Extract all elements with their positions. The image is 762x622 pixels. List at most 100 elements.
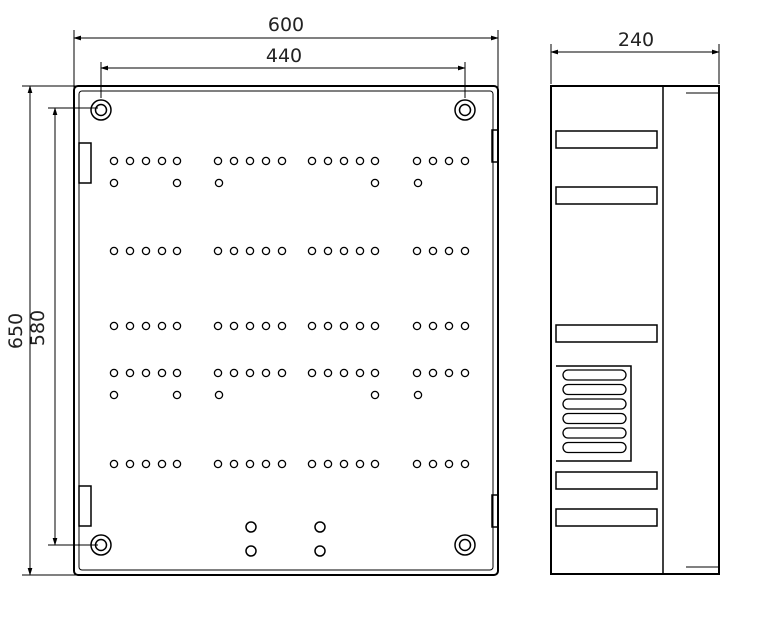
knockout-hole xyxy=(444,459,454,469)
overall-height-label: 650 xyxy=(5,313,27,349)
vent-louvre xyxy=(562,427,627,439)
knockout-hole xyxy=(213,459,223,469)
knockout-hole xyxy=(172,368,182,378)
vent-louvres xyxy=(562,369,627,454)
dimension-depth: 240 xyxy=(550,29,720,84)
knockout-hole xyxy=(428,459,438,469)
knockout-hole xyxy=(245,246,255,256)
knockout-hole xyxy=(141,368,151,378)
knockout-hole xyxy=(444,156,454,166)
knockout-hole xyxy=(370,390,380,400)
vent-louvre xyxy=(562,441,627,454)
vent-louvre xyxy=(562,398,627,410)
knockout-hole xyxy=(125,156,135,166)
knockout-hole xyxy=(109,459,119,469)
knockout-hole xyxy=(444,368,454,378)
knockout-hole xyxy=(172,390,182,400)
knockout-hole xyxy=(323,321,333,331)
knockout-hole xyxy=(213,321,223,331)
knockout-hole xyxy=(261,321,271,331)
dimension-overall-width: 600 xyxy=(73,14,499,90)
knockout-hole xyxy=(261,246,271,256)
knockout-hole xyxy=(339,368,349,378)
dimension-hole-spacing: 440 xyxy=(100,45,466,98)
knockout-hole xyxy=(109,156,119,166)
side-slot xyxy=(555,130,658,149)
knockout-hole xyxy=(307,156,317,166)
side-slot xyxy=(555,324,658,343)
knockout-hole xyxy=(339,246,349,256)
knockout-hole xyxy=(412,156,422,166)
knockout-hole xyxy=(214,178,224,188)
latch-bottom xyxy=(491,494,499,528)
knockout-hole xyxy=(141,321,151,331)
knockout-hole xyxy=(355,459,365,469)
knockout-hole xyxy=(460,156,470,166)
knockout-hole xyxy=(370,459,380,469)
knockout-hole xyxy=(172,156,182,166)
knockout-hole xyxy=(412,246,422,256)
knockout-hole xyxy=(460,459,470,469)
mounting-hole-bottom-right xyxy=(454,534,476,556)
knockout-hole xyxy=(157,459,167,469)
knockout-hole xyxy=(412,368,422,378)
knockout-hole xyxy=(172,321,182,331)
mounting-hole-top-right xyxy=(454,99,476,121)
knockout-hole xyxy=(277,246,287,256)
knockout-hole xyxy=(339,459,349,469)
mounting-hole-top-left xyxy=(90,99,112,121)
front-view xyxy=(73,85,499,576)
knockout-hole xyxy=(307,459,317,469)
knockout-hole xyxy=(229,321,239,331)
knockout-hole xyxy=(307,321,317,331)
knockout-hole xyxy=(213,156,223,166)
knockout-hole xyxy=(172,459,182,469)
knockout-hole xyxy=(370,156,380,166)
mounting-hole-bottom-left xyxy=(90,534,112,556)
knockout-hole xyxy=(229,246,239,256)
side-slot xyxy=(555,508,658,527)
knockout-hole xyxy=(125,321,135,331)
knockout-hole xyxy=(157,246,167,256)
knockout-hole xyxy=(412,321,422,331)
knockout-hole xyxy=(412,459,422,469)
knockout-hole xyxy=(460,246,470,256)
knockout-hole xyxy=(444,246,454,256)
knockout-hole xyxy=(323,368,333,378)
knockout-hole xyxy=(355,321,365,331)
knockout-hole xyxy=(125,246,135,256)
knockout-hole xyxy=(245,321,255,331)
knockout-hole xyxy=(355,368,365,378)
knockout-hole xyxy=(428,368,438,378)
knockout-hole xyxy=(460,321,470,331)
cable-gland-holes xyxy=(245,521,326,557)
dimension-hole-height: 580 xyxy=(27,107,98,546)
knockout-hole xyxy=(141,246,151,256)
hole-height-label: 580 xyxy=(27,310,49,346)
knockout-hole xyxy=(245,156,255,166)
knockout-hole xyxy=(277,368,287,378)
knockout-hole xyxy=(277,459,287,469)
knockout-hole xyxy=(172,246,182,256)
knockout-hole xyxy=(214,390,224,400)
knockout-hole xyxy=(109,321,119,331)
vent-louvre xyxy=(562,412,627,425)
knockout-hole xyxy=(307,246,317,256)
dimension-overall-height: 650 xyxy=(5,85,78,576)
knockout-hole xyxy=(428,156,438,166)
knockout-hole xyxy=(109,178,119,188)
vent-louvre xyxy=(562,383,627,396)
knockout-hole xyxy=(109,390,119,400)
knockout-hole xyxy=(125,459,135,469)
knockout-hole xyxy=(413,390,423,400)
knockout-hole xyxy=(307,368,317,378)
knockout-hole xyxy=(229,459,239,469)
knockout-hole xyxy=(323,459,333,469)
side-slot xyxy=(555,471,658,490)
knockout-hole xyxy=(323,156,333,166)
overall-width-label: 600 xyxy=(268,14,304,36)
latch-top xyxy=(491,129,499,163)
knockout-hole xyxy=(444,321,454,331)
knockout-hole xyxy=(229,156,239,166)
knockout-hole xyxy=(141,459,151,469)
